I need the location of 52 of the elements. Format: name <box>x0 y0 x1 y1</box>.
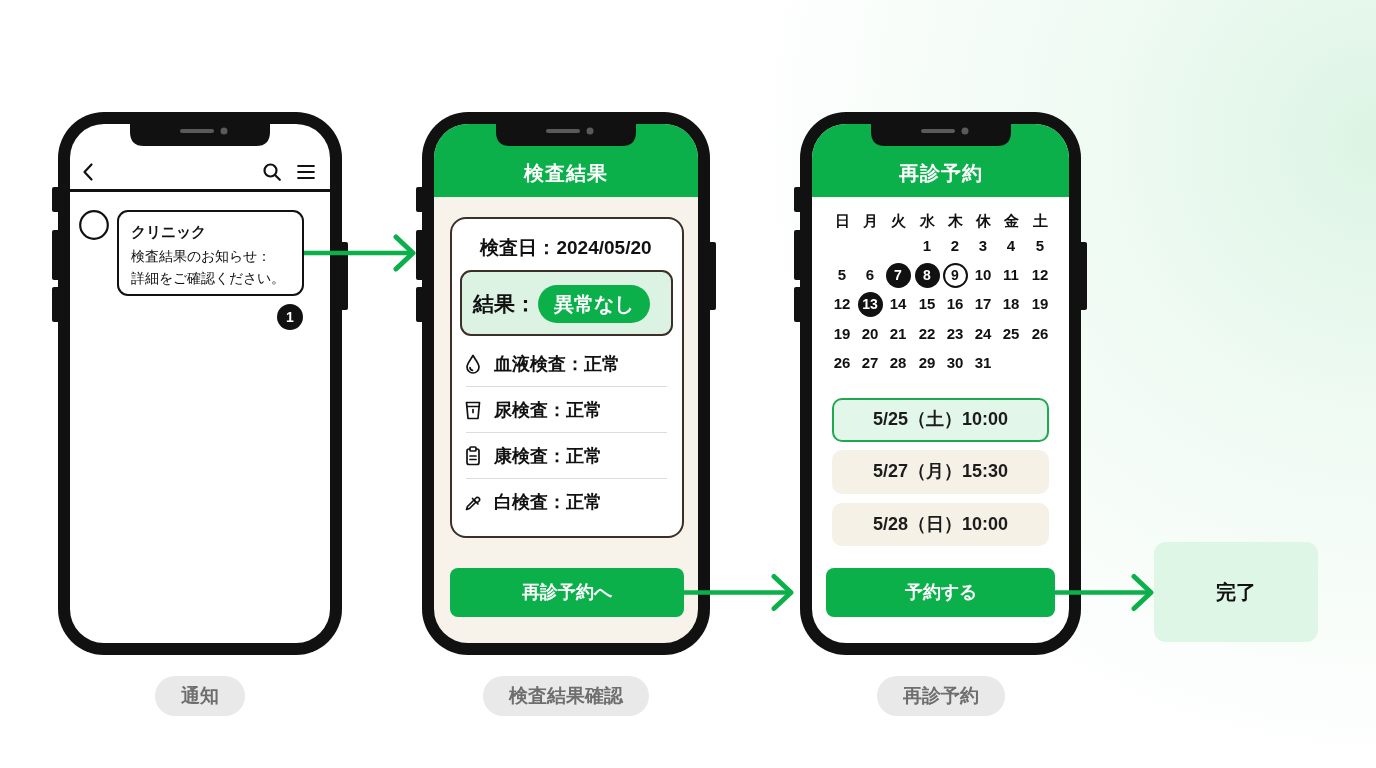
weekday-label: 月 <box>862 212 878 230</box>
weekday-label: 水 <box>919 212 935 230</box>
weekday-label: 日 <box>834 212 850 230</box>
weekday-label: 火 <box>890 212 906 230</box>
calendar-day: 11 <box>1003 266 1019 284</box>
calendar-day: 12 <box>1031 266 1049 284</box>
calendar-day: 6 <box>865 266 875 284</box>
calendar-day: 26 <box>833 354 851 372</box>
step-label: 再診予約 <box>876 676 1005 716</box>
test-result: 康検査：正常 <box>494 444 602 468</box>
calendar-day: 29 <box>918 354 936 372</box>
arrow <box>684 574 794 611</box>
message-text: 検査結果のお知らせ：詳細をご確認ください。 <box>131 247 286 288</box>
done-box: 完了 <box>1154 542 1318 642</box>
weekday-label: 木 <box>947 212 963 230</box>
calendar-day: 5 <box>1035 237 1045 255</box>
calendar-day: 26 <box>1031 325 1049 343</box>
calendar-day: 17 <box>974 295 992 313</box>
calendar-day: 3 <box>978 237 988 255</box>
exam-date: 検査日：2024/05/20 <box>480 235 652 260</box>
test-result: 尿検査：正常 <box>494 398 602 422</box>
calendar-day: 15 <box>918 295 936 313</box>
calendar-day: 20 <box>861 325 879 343</box>
calendar-day: 28 <box>889 354 907 372</box>
sender-name: クリニック <box>131 222 206 242</box>
calendar-day: 22 <box>918 325 936 343</box>
test-result: 白検査：正常 <box>494 490 602 514</box>
calendar-day: 31 <box>974 354 992 372</box>
calendar-day: 27 <box>861 354 879 372</box>
calendar-day: 19 <box>1031 295 1049 313</box>
result-label: 結果： <box>473 290 536 317</box>
calendar-day: 2 <box>950 237 960 255</box>
calendar-day: 4 <box>1006 237 1016 255</box>
calendar-day: 5 <box>837 266 847 284</box>
calendar-day: 21 <box>889 325 907 343</box>
weekday-label: 土 <box>1032 212 1048 230</box>
step-label: 通知 <box>155 676 245 716</box>
calendar-day: 24 <box>974 325 992 343</box>
test-result: 血液検査：正常 <box>494 352 620 376</box>
step-label: 検査結果確認 <box>483 676 649 716</box>
calendar-day: 12 <box>833 295 851 313</box>
calendar-day: 16 <box>946 295 964 313</box>
calendar-day: 30 <box>946 354 964 372</box>
calendar-day: 14 <box>889 295 907 313</box>
calendar-day: 18 <box>1002 295 1020 313</box>
calendar-day: 23 <box>946 325 964 343</box>
calendar-day: 10 <box>974 266 992 284</box>
calendar-day: 1 <box>922 237 932 255</box>
weekday-label: 休 <box>975 212 991 230</box>
weekday-label: 金 <box>1003 212 1019 230</box>
calendar-day: 25 <box>1002 325 1020 343</box>
calendar-day: 19 <box>833 325 851 343</box>
